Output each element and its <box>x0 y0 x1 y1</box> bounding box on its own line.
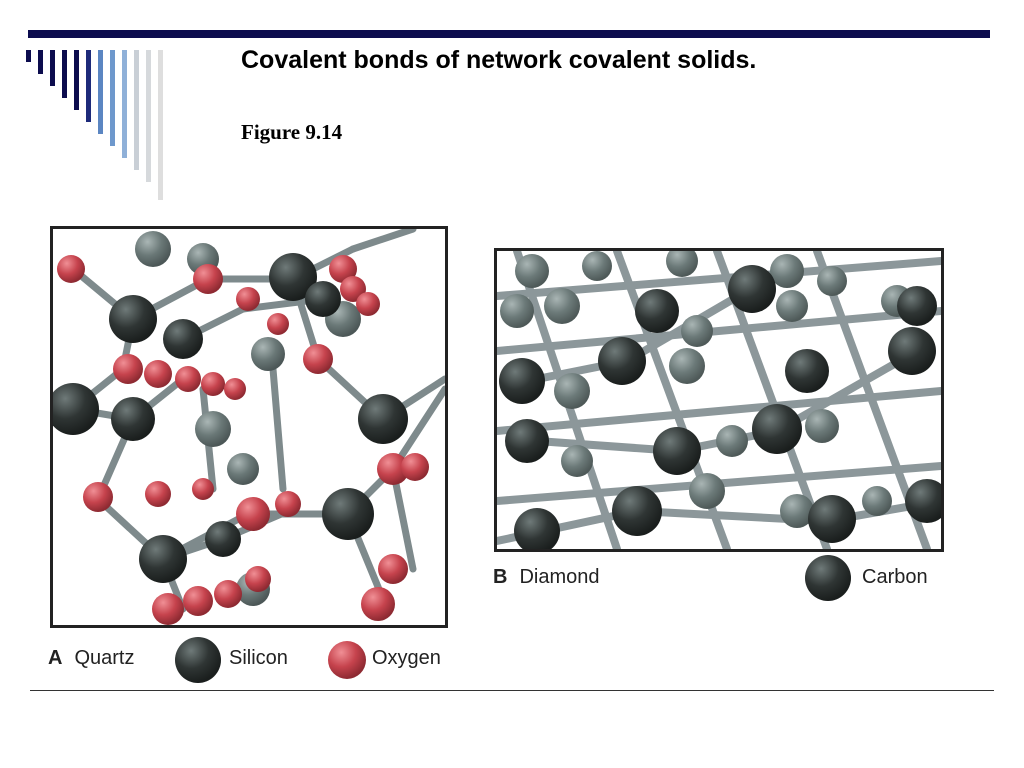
carbon-legend-label: Carbon <box>862 566 928 588</box>
decorative-stripes <box>26 50 163 200</box>
panel-b-letter: B <box>493 566 508 588</box>
figure-label: Figure 9.14 <box>241 120 343 144</box>
silicon-legend-icon <box>175 637 221 683</box>
oxygen-legend-icon <box>328 641 366 679</box>
quartz-label: Quartz <box>74 647 135 669</box>
diamond-caption: B Diamond <box>493 566 600 589</box>
title-rule <box>28 30 990 38</box>
quartz-structure-image <box>50 226 448 628</box>
oxygen-legend-label: Oxygen <box>372 647 441 669</box>
slide-title: Covalent bonds of network covalent solid… <box>241 46 757 74</box>
carbon-legend-icon <box>805 555 851 601</box>
quartz-caption: A Quartz <box>48 647 134 670</box>
panel-a-letter: A <box>48 647 63 669</box>
diamond-label: Diamond <box>519 566 600 588</box>
diamond-structure-image <box>494 248 944 552</box>
footer-rule <box>30 690 994 691</box>
silicon-legend-label: Silicon <box>229 647 288 669</box>
